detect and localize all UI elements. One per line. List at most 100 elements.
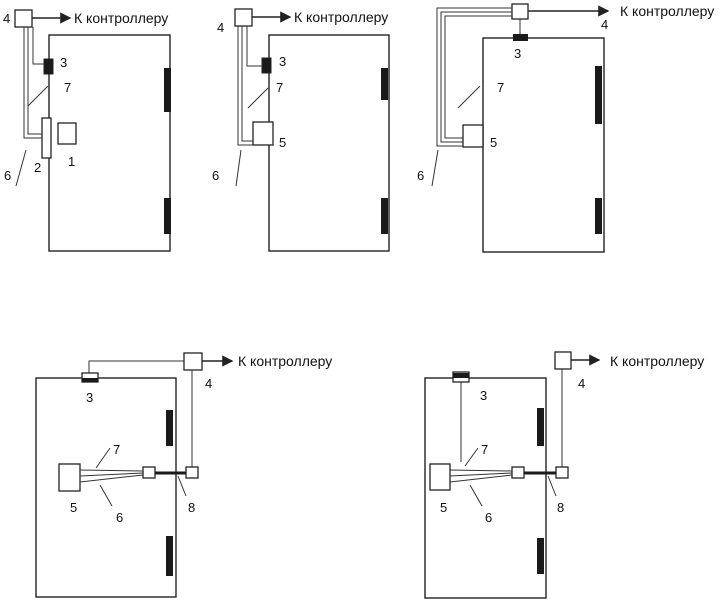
label-7-d4: 7 [113, 442, 120, 457]
controller-label-2: К контроллеру [294, 9, 388, 25]
diagram-3: К контроллеру 4 3 5 7 6 [417, 3, 714, 253]
cable-lock-d4 [88, 360, 184, 373]
pointer-7-d1 [27, 85, 49, 107]
label-4-d3: 4 [601, 17, 608, 32]
pointer-6-d1 [15, 149, 27, 187]
controller-box-4 [183, 352, 203, 371]
label-7-d3: 7 [497, 80, 504, 95]
label-3-d5: 3 [480, 388, 487, 403]
pointer-8-d5 [547, 475, 557, 497]
cable-6c-d3 [444, 15, 512, 139]
door-3 [482, 37, 605, 253]
hinge-1-bottom [164, 198, 171, 234]
label-7-d1: 7 [64, 80, 71, 95]
label-4-d2: 4 [217, 20, 224, 35]
lock-3-d5-fill [453, 373, 469, 378]
cable-7a-d4 [79, 469, 144, 472]
keypad-1-d1 [57, 122, 77, 145]
pointer-6-d3 [431, 149, 439, 187]
cable-6-d2 [237, 26, 253, 146]
label-6-d3: 6 [417, 168, 424, 183]
pointer-7-d2 [247, 87, 269, 109]
cable-6-d1 [23, 27, 42, 139]
cable-6-d3 [436, 7, 512, 147]
cable-6-d5 [449, 474, 513, 483]
reader-2-d1 [41, 117, 52, 159]
label-3-d4: 3 [86, 390, 93, 405]
label-5-d2: 5 [279, 135, 286, 150]
pointer-6-d5 [469, 484, 483, 507]
controller-box-2 [234, 8, 253, 27]
reader-5-d3 [462, 124, 484, 148]
pointer-6-d4 [99, 484, 113, 507]
controller-label-3: К контроллеру [620, 3, 714, 19]
controller-box-3 [511, 3, 529, 20]
cable-6b-d2 [241, 26, 253, 142]
label-6-d2: 6 [212, 168, 219, 183]
cable-7-d1 [32, 27, 44, 65]
label-4-d5: 4 [578, 376, 585, 391]
reader-5-d5 [429, 463, 451, 491]
label-5-d5: 5 [440, 500, 447, 515]
junction-right-d4 [185, 466, 199, 479]
label-8-d5: 8 [557, 500, 564, 515]
hinge-5-bottom [537, 538, 544, 574]
controller-box-5 [554, 351, 572, 370]
label-3-d1: 3 [60, 55, 67, 70]
label-7-d5: 7 [481, 442, 488, 457]
cable-7b-d5 [449, 472, 513, 477]
hinge-4-top [166, 410, 173, 446]
hinge-3-top [595, 66, 602, 124]
cable-6b-d3 [440, 11, 512, 143]
label-1-d1: 1 [68, 154, 75, 169]
diagram-4: К контроллеру 4 3 5 7 6 8 [35, 352, 332, 598]
label-8-d4: 8 [188, 500, 195, 515]
cable-6-d4 [79, 474, 144, 483]
lock-3-d3 [513, 34, 528, 41]
pointer-7-d4 [95, 447, 111, 469]
door-4 [35, 377, 177, 598]
junction-right-d5 [555, 466, 569, 479]
pointer-7-d3 [457, 85, 481, 109]
controller-label-4: К контроллеру [238, 353, 332, 369]
diagram-1: К контроллеру 4 3 2 1 7 6 [3, 9, 171, 252]
cable-7a-d5 [449, 469, 513, 472]
diagram-2: К контроллеру 4 3 5 7 6 [212, 8, 390, 252]
label-2-d1: 2 [34, 160, 41, 175]
cable-7-d2 [246, 26, 262, 67]
label-3-d3: 3 [514, 46, 521, 61]
pointer-8-d4 [177, 475, 187, 497]
diagram-5: К контроллеру 4 3 5 7 6 8 [424, 351, 704, 599]
door-2 [268, 34, 390, 252]
reader-5-d4 [58, 463, 81, 492]
hinge-3-bottom [595, 198, 602, 234]
lock-3-d2 [261, 57, 272, 74]
hinge-4-bottom [166, 536, 173, 576]
label-7-d2: 7 [276, 80, 283, 95]
hinge-1-top [164, 68, 171, 112]
hinge-5-top [537, 408, 544, 446]
controller-box-1 [14, 9, 33, 28]
hinge-2-top [381, 68, 388, 100]
label-5-d3: 5 [490, 135, 497, 150]
label-4-d1: 4 [3, 11, 10, 26]
controller-label-1: К контроллеру [74, 10, 168, 26]
label-5-d4: 5 [70, 500, 77, 515]
junction-left-d5 [511, 466, 525, 479]
cable-6b-d1 [27, 27, 42, 135]
lock-3-d1 [43, 58, 54, 75]
hinge-2-bottom [381, 198, 388, 234]
label-6-d4: 6 [116, 510, 123, 525]
controller-label-5: К контроллеру [610, 353, 704, 369]
label-3-d2: 3 [279, 54, 286, 69]
junction-left-d4 [142, 466, 156, 479]
reader-5-d2 [252, 121, 274, 146]
label-6-d5: 6 [485, 510, 492, 525]
door-5 [424, 377, 547, 599]
lock-3-d4-fill [82, 378, 98, 382]
pointer-7-d5 [464, 447, 479, 467]
pointer-6-d2 [235, 149, 242, 187]
label-6-d1: 6 [4, 168, 11, 183]
